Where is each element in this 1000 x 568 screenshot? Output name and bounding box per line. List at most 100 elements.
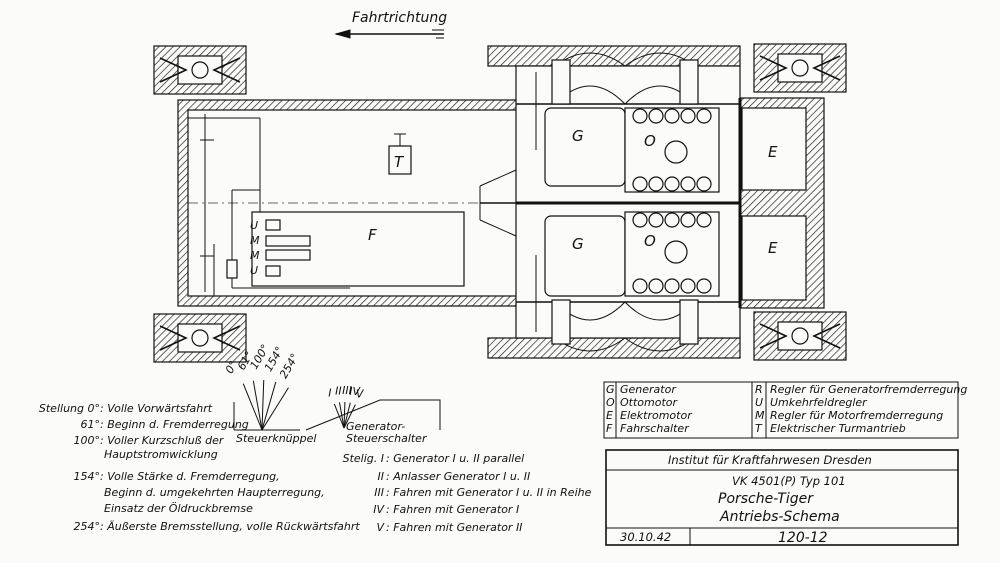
stelig-note-mark: Stelig. I bbox=[343, 452, 384, 465]
legend-key: T bbox=[755, 422, 763, 435]
direction-arrow bbox=[334, 29, 444, 39]
legend-label: Regler für Generatorfremderregung bbox=[770, 383, 967, 396]
legend-key: M bbox=[755, 409, 765, 422]
cylinder bbox=[648, 278, 664, 294]
stelig-note-text: : Fahren mit Generator I bbox=[386, 503, 519, 516]
stelig-note-text: : Fahren mit Generator I u. II in Reihe bbox=[386, 486, 592, 499]
cylinder bbox=[632, 278, 648, 294]
cylinder bbox=[632, 212, 648, 228]
legend-label: Generator bbox=[620, 383, 677, 396]
switch-label: Generator- bbox=[346, 420, 405, 433]
legend-key: G bbox=[606, 383, 615, 396]
reverse-regulator-label: U bbox=[250, 219, 258, 232]
switch-position-line bbox=[343, 404, 356, 429]
motor-regulator-label: M bbox=[250, 249, 260, 262]
drawing-number: 120-12 bbox=[778, 530, 828, 546]
cylinder bbox=[664, 176, 680, 192]
lever-degree-label: 0° bbox=[223, 359, 241, 376]
direction-label: Fahrtrichtung bbox=[352, 10, 447, 26]
cylinder bbox=[680, 212, 696, 228]
cylinder bbox=[648, 212, 664, 228]
legend-key: U bbox=[755, 396, 763, 409]
cylinder bbox=[632, 108, 648, 124]
legend-label: Elektrischer Turmantrieb bbox=[770, 422, 906, 435]
legend-key: O bbox=[606, 396, 615, 409]
lever-position-line bbox=[242, 383, 263, 431]
stellung-note-text: : Äußerste Bremsstellung, volle Rückwärt… bbox=[100, 520, 360, 533]
reverse-regulator-label: U bbox=[250, 264, 258, 277]
legend-label: Regler für Motorfremderregung bbox=[770, 409, 943, 422]
sprocket bbox=[753, 43, 847, 93]
title-block: Institut für Kraftfahrwesen Dresden VK 4… bbox=[605, 449, 959, 546]
cylinder bbox=[696, 108, 712, 124]
lever-position-line bbox=[261, 381, 277, 431]
cylinder bbox=[648, 108, 664, 124]
switch-position-line bbox=[343, 401, 346, 429]
cylinder bbox=[664, 278, 680, 294]
generator-lower: G bbox=[544, 215, 626, 297]
switch-label-line-2: Steuerschalter bbox=[346, 432, 428, 445]
lever-position-line bbox=[261, 380, 265, 431]
stelig-notes: Stelig. I: Generator I u. II parallelII:… bbox=[343, 452, 592, 534]
motor-regulator-label: M bbox=[250, 234, 260, 247]
stellung-note-text: : Voller Kurzschluß der bbox=[100, 434, 225, 447]
cylinder bbox=[696, 212, 712, 228]
sprocket bbox=[753, 311, 847, 361]
legend-label: Ottomotor bbox=[620, 396, 679, 409]
drive-sprockets bbox=[153, 43, 847, 363]
cylinder bbox=[696, 278, 712, 294]
switch-position-label: I bbox=[328, 386, 331, 399]
control-wiring bbox=[200, 72, 537, 332]
stelig-note-text: : Anlasser Generator I u. II bbox=[386, 470, 530, 483]
rear-hull bbox=[479, 45, 825, 359]
drawing-subtitle: Antriebs-Schema bbox=[719, 509, 840, 525]
sprocket bbox=[153, 45, 247, 95]
cylinder bbox=[680, 278, 696, 294]
stelig-note-mark: IV bbox=[373, 503, 385, 516]
stellung-note-text: : Volle Stärke d. Fremderregung, bbox=[100, 470, 280, 483]
cylinder bbox=[696, 176, 712, 192]
stellung-note-mark: Stellung 0° bbox=[39, 402, 100, 415]
drawing-date: 30.10.42 bbox=[620, 530, 671, 544]
stelig-note-mark: II bbox=[378, 470, 385, 483]
turret-drive-label: T bbox=[394, 153, 405, 171]
cylinder bbox=[680, 176, 696, 192]
legend-label: Umkehrfeldregler bbox=[770, 396, 868, 409]
cylinder bbox=[680, 108, 696, 124]
cylinder bbox=[664, 212, 680, 228]
generator-label: G bbox=[572, 235, 584, 253]
legend-key: F bbox=[606, 422, 613, 435]
stelig-note-text: : Generator I u. II parallel bbox=[386, 452, 524, 465]
stellung-note-text: Hauptstromwicklung bbox=[104, 448, 218, 461]
lever-label: Steuerknüppel bbox=[236, 432, 316, 445]
switch-position-label: V bbox=[356, 387, 365, 400]
turret-drive: T bbox=[388, 133, 412, 175]
stellung-note-text: : Volle Vorwärtsfahrt bbox=[100, 402, 213, 415]
cylinder bbox=[632, 176, 648, 192]
switch-position-line bbox=[333, 403, 345, 429]
stellung-note-text: Beginn d. umgekehrten Haupterregung, bbox=[104, 486, 325, 499]
cylinder bbox=[664, 108, 680, 124]
legend-label: Elektromotor bbox=[620, 409, 693, 422]
stellung-note-mark: 254° bbox=[74, 520, 101, 533]
vehicle-type: VK 4501(P) Typ 101 bbox=[732, 474, 846, 488]
switch-position-label: IV bbox=[349, 385, 361, 398]
stellung-note-text: Einsatz der Öldruckbremse bbox=[104, 502, 253, 515]
lever-position-line bbox=[252, 380, 263, 431]
stelig-note-mark: V bbox=[376, 521, 385, 534]
engine-label: O bbox=[644, 232, 656, 250]
legend-key: R bbox=[755, 383, 763, 396]
electromotor-lower: E bbox=[741, 215, 807, 301]
stellung-note-mark: 154° bbox=[74, 470, 101, 483]
stelig-note-text: : Fahren mit Generator II bbox=[386, 521, 522, 534]
generator-upper: G bbox=[544, 107, 626, 187]
engine-cylinders bbox=[632, 108, 712, 294]
electromotor-upper: E bbox=[741, 107, 807, 191]
switch-position-line bbox=[343, 402, 351, 429]
vehicle-name: Porsche-Tiger bbox=[718, 491, 814, 507]
drive-switch-label: F bbox=[368, 226, 377, 244]
